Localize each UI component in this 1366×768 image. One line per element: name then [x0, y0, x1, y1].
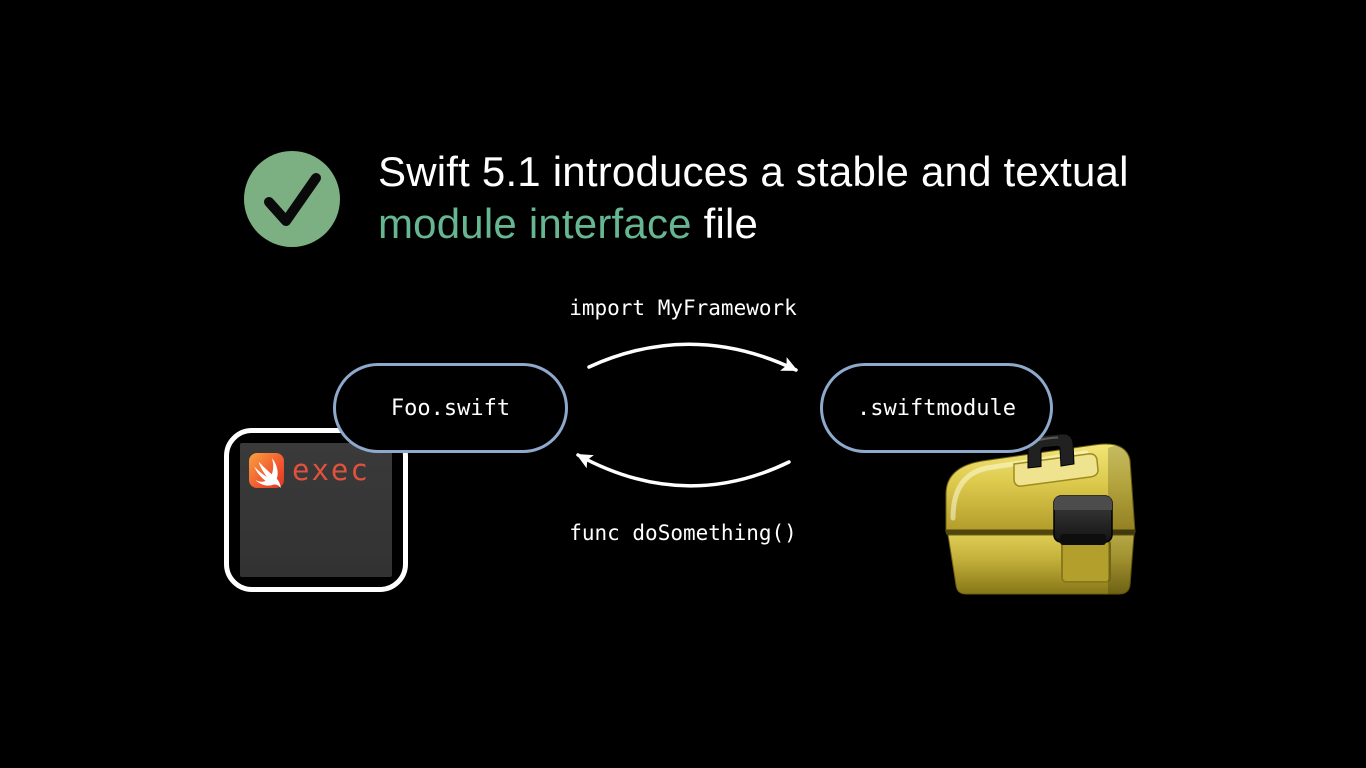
exec-window: exec: [224, 428, 408, 592]
swift-bird-glyph: [254, 458, 281, 488]
node-foo-swift: Foo.swift: [333, 363, 568, 453]
import-arrow-label: import MyFramework: [569, 296, 797, 320]
import-arrow: [587, 342, 798, 372]
title-line2-rest: file: [691, 200, 759, 247]
node-swiftmodule: .swiftmodule: [820, 363, 1053, 453]
checkmark-icon: [244, 151, 340, 247]
exec-app-label: exec: [292, 453, 370, 487]
page-title: Swift 5.1 introduces a stable and textua…: [378, 146, 1129, 250]
node-foo-swift-label: Foo.swift: [390, 395, 511, 421]
return-arrow: [576, 453, 791, 488]
node-swiftmodule-label: .swiftmodule: [857, 395, 1016, 421]
toolbox-glyph: [945, 433, 1136, 595]
func-arrow-label: func doSomething(): [569, 521, 797, 545]
checkmark-glyph: [264, 173, 321, 226]
title-highlight: module interface: [378, 200, 692, 247]
title-line2: module interface file: [378, 198, 1129, 250]
swift-logo-icon: [249, 453, 284, 488]
exec-window-screen: exec: [240, 443, 392, 577]
title-line1-text: Swift 5.1 introduces a stable and textua…: [378, 148, 1129, 195]
title-line1: Swift 5.1 introduces a stable and textua…: [378, 146, 1129, 198]
toolbox-icon: [938, 422, 1148, 597]
